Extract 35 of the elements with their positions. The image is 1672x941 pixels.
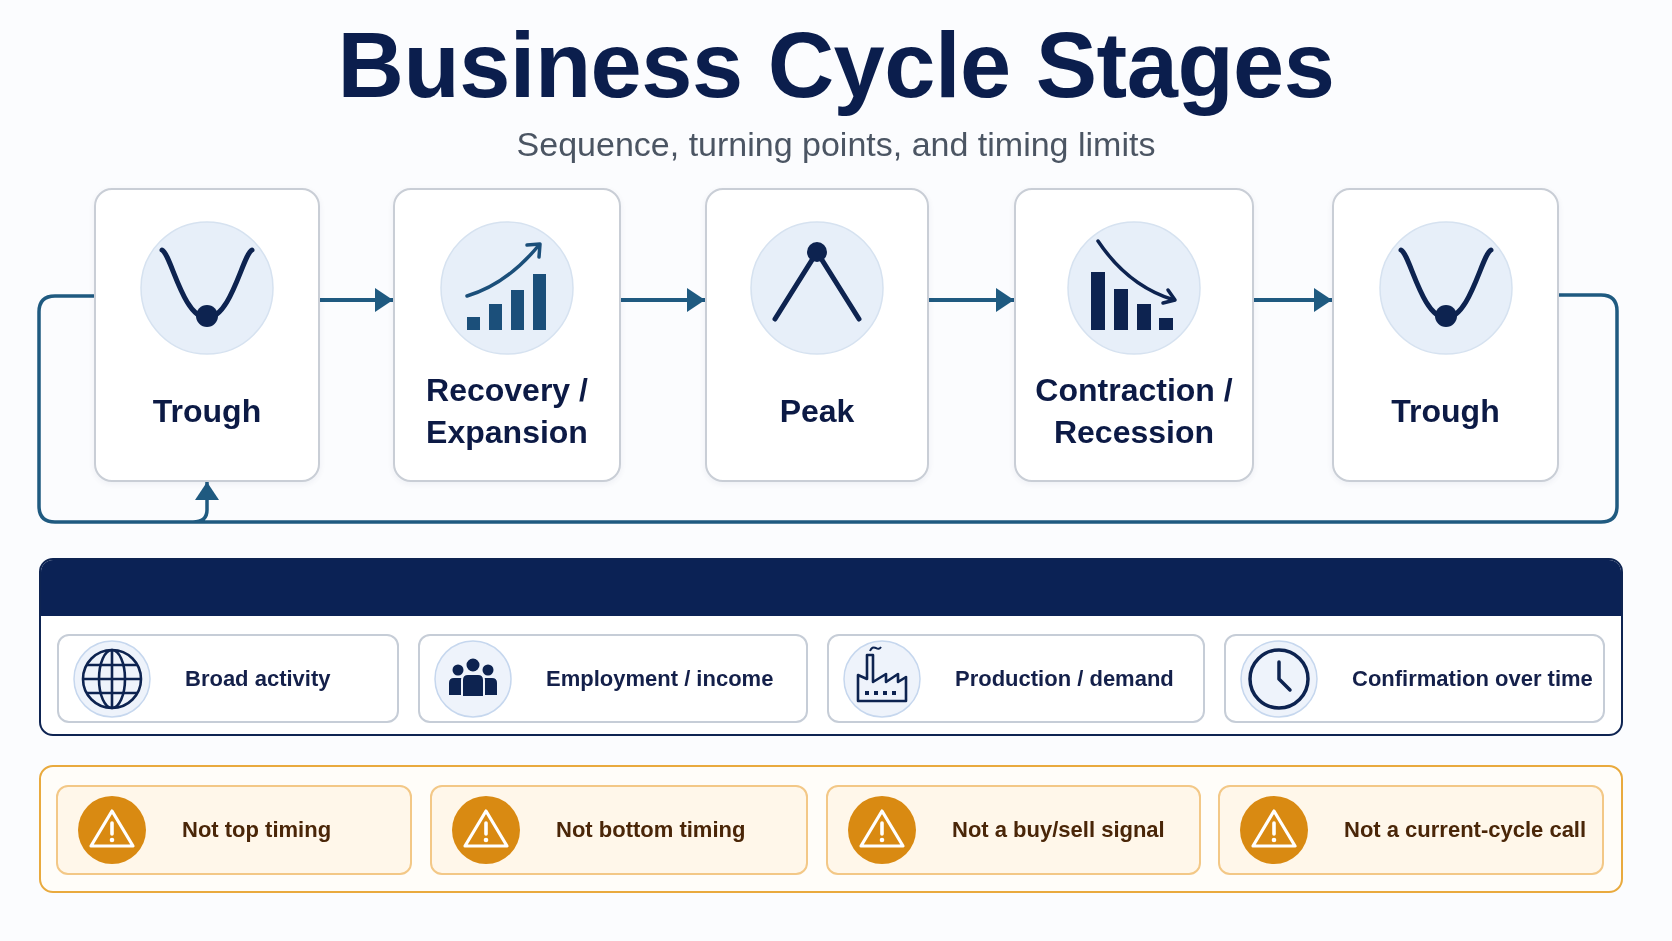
stage-label: Trough (152, 392, 262, 431)
indicator-label: Employment / income (546, 665, 774, 692)
stage-label: Contraction / Recession (1034, 371, 1234, 452)
stage-card (1332, 188, 1559, 482)
caution-card (56, 785, 412, 875)
caution-label: Not top timing (182, 817, 332, 843)
arrow (929, 288, 1014, 312)
caution-panel (39, 765, 1623, 893)
caution-card (430, 785, 808, 875)
arrow (320, 288, 393, 312)
arrow (1254, 288, 1332, 312)
indicator-card (1224, 634, 1605, 723)
stage-label: Peak (779, 392, 855, 431)
loop-arrow (37, 293, 1619, 524)
diagram-title: Business Cycle Stages (337, 13, 1335, 118)
caution-card (826, 785, 1201, 875)
stage-card (94, 188, 320, 482)
caution-label: Not a current-cycle call (1344, 817, 1587, 843)
subtitle: Sequence, turning points, and timing limits (516, 124, 1156, 165)
indicator-card (57, 634, 399, 723)
indicator-label: Production / demand (955, 665, 1174, 692)
caution-card (1218, 785, 1604, 875)
indicator-card (827, 634, 1205, 723)
indicator-card (418, 634, 808, 723)
indicator-label: Confirmation over time (1352, 665, 1593, 692)
caution-label: Not a buy/sell signal (952, 817, 1165, 843)
indicator-label: Broad activity (185, 665, 331, 692)
stage-card (1014, 188, 1254, 482)
stage-card (705, 188, 929, 482)
caution-label: Not bottom timing (556, 817, 746, 843)
stage-label: Recovery / Expansion (425, 371, 589, 452)
arrow (621, 288, 705, 312)
stage-label: Trough (1391, 392, 1500, 431)
stage-card (393, 188, 621, 482)
indicator-panel (39, 558, 1623, 736)
